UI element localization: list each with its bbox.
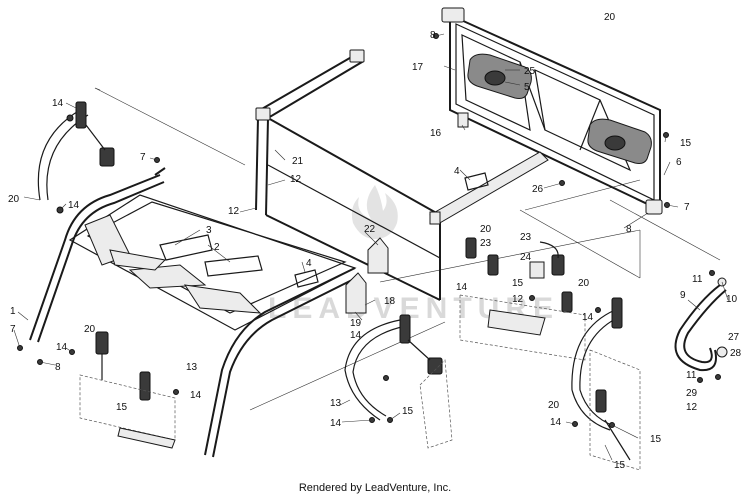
callout-4-left: 4 <box>306 258 312 269</box>
bracket-22 <box>367 237 389 274</box>
callout-20-lowerleft: 20 <box>84 324 96 335</box>
callout-14-lower-center: 14 <box>190 390 202 401</box>
callout-14-center-low: 14 <box>330 418 342 429</box>
callout-20-buckle-a: 20 <box>480 224 492 235</box>
fasteners <box>17 33 721 428</box>
cage-frame <box>255 49 441 301</box>
callout-14-lower-left: 14 <box>56 342 68 353</box>
callout-16: 16 <box>430 128 442 139</box>
callout-29: 29 <box>686 388 698 399</box>
buckles-middle <box>459 237 586 361</box>
callout-11-top: 11 <box>692 274 703 285</box>
callout-18: 18 <box>384 296 396 307</box>
callout-20-right: 20 <box>548 400 560 411</box>
speaker-pod-left <box>467 53 532 99</box>
callout-15-right-low: 15 <box>614 460 626 471</box>
callout-14-right-low: 14 <box>550 417 562 428</box>
callout-6: 6 <box>676 157 682 168</box>
callout-labels: 1 2 3 4 4 5 6 7 7 7 8 8 8 9 10 11 11 12 … <box>8 12 742 471</box>
callout-13-left: 13 <box>186 362 198 373</box>
callout-23-b: 23 <box>520 232 532 243</box>
callout-2: 2 <box>214 242 220 253</box>
callout-15-right: 15 <box>650 434 662 445</box>
seatbelt-right <box>571 297 641 471</box>
cross-tube <box>429 151 549 225</box>
callout-21: 21 <box>292 156 304 167</box>
callout-23-a: 23 <box>480 238 492 249</box>
seatbelt-lower-left <box>79 331 176 449</box>
callout-15-left: 15 <box>116 402 128 413</box>
footer-credit: Rendered by LeadVenture, Inc. <box>298 482 452 494</box>
callout-1: 1 <box>10 306 16 317</box>
callout-13-center: 13 <box>330 398 342 409</box>
callout-14-topleft: 14 <box>52 98 64 109</box>
callout-24: 24 <box>520 252 532 263</box>
callout-14-left: 14 <box>68 200 80 211</box>
callout-7-left: 7 <box>10 324 16 335</box>
callout-10: 10 <box>726 294 738 305</box>
callout-22: 22 <box>364 224 376 235</box>
callout-17: 17 <box>412 62 424 73</box>
bracket-19 <box>345 272 367 314</box>
callout-20-buckle-b: 20 <box>578 278 590 289</box>
callout-19: 19 <box>350 318 362 329</box>
bracket-16 <box>457 112 469 128</box>
callout-11-bottom: 11 <box>686 370 697 381</box>
decal-strips <box>159 234 263 277</box>
seatbelt-center <box>344 314 453 449</box>
callout-14-right: 14 <box>582 312 594 323</box>
callout-9: 9 <box>680 290 686 301</box>
callout-7-center: 7 <box>140 152 146 163</box>
assembly-lines <box>94 87 721 411</box>
callout-8-right: 8 <box>626 224 632 235</box>
callout-15-frame: 15 <box>680 138 692 149</box>
callout-5: 5 <box>524 82 530 93</box>
callout-12-bar: 12 <box>686 402 698 413</box>
callout-20-frame: 20 <box>604 12 616 23</box>
callout-15-center: 15 <box>402 406 414 417</box>
callout-14-center: 14 <box>350 330 362 341</box>
callout-15-buckle: 15 <box>512 278 524 289</box>
callout-12-cage-top: 12 <box>290 174 302 185</box>
decal-4 <box>294 172 489 288</box>
callout-8-top: 8 <box>430 30 436 41</box>
callout-27: 27 <box>728 332 740 343</box>
speaker-pod-right <box>587 118 652 164</box>
leader-lines <box>13 33 729 461</box>
callout-8-left: 8 <box>55 362 61 373</box>
seatbelt-upper-left <box>37 101 115 201</box>
callout-25: 25 <box>524 66 536 77</box>
callout-3: 3 <box>206 225 212 236</box>
callout-14-buckle: 14 <box>456 282 468 293</box>
callout-4-right: 4 <box>454 166 460 177</box>
callout-28: 28 <box>730 348 742 359</box>
callout-12-cage-side: 12 <box>228 206 240 217</box>
callout-7-right: 7 <box>684 202 690 213</box>
callout-20-topleft: 20 <box>8 194 20 205</box>
callout-26: 26 <box>532 184 544 195</box>
front-hoop <box>29 167 361 458</box>
callout-12-buckle: 12 <box>512 294 524 305</box>
